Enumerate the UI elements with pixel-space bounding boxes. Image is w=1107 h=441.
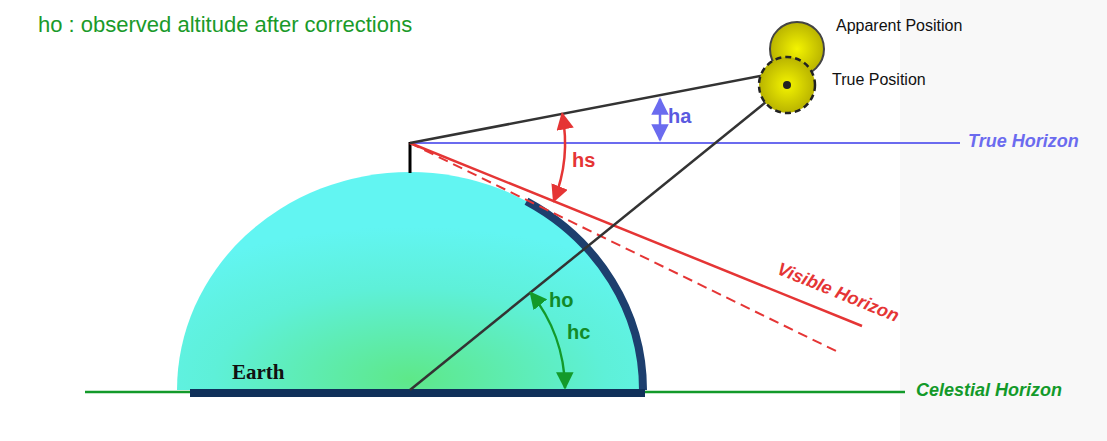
diagram-title: ho : observed altitude after corrections bbox=[38, 12, 412, 38]
visible-horizon-line bbox=[410, 143, 862, 326]
angle-label: hs bbox=[572, 148, 595, 172]
earth-base bbox=[190, 389, 645, 397]
ha-arrow bbox=[659, 99, 662, 140]
horizon-label: True Horizon bbox=[968, 131, 1079, 153]
sight-line bbox=[410, 73, 776, 143]
dip-dashed-line bbox=[410, 143, 836, 351]
hs-arc bbox=[554, 114, 565, 201]
position-label: Apparent Position bbox=[836, 16, 962, 35]
position-label: True Position bbox=[832, 70, 926, 89]
earth-shape bbox=[177, 172, 643, 390]
horizon-label: Celestial Horizon bbox=[916, 380, 1062, 402]
center-line bbox=[410, 85, 787, 390]
angle-label: hc bbox=[567, 320, 590, 344]
angle-label: ha bbox=[668, 104, 691, 128]
observer-mast bbox=[409, 142, 412, 173]
side-panel bbox=[900, 0, 1107, 441]
earth-label: Earth bbox=[232, 360, 285, 385]
angle-label: ho bbox=[549, 288, 573, 312]
true-sun bbox=[759, 57, 815, 113]
sun-center bbox=[783, 81, 791, 89]
true-horizon-line bbox=[410, 142, 960, 144]
